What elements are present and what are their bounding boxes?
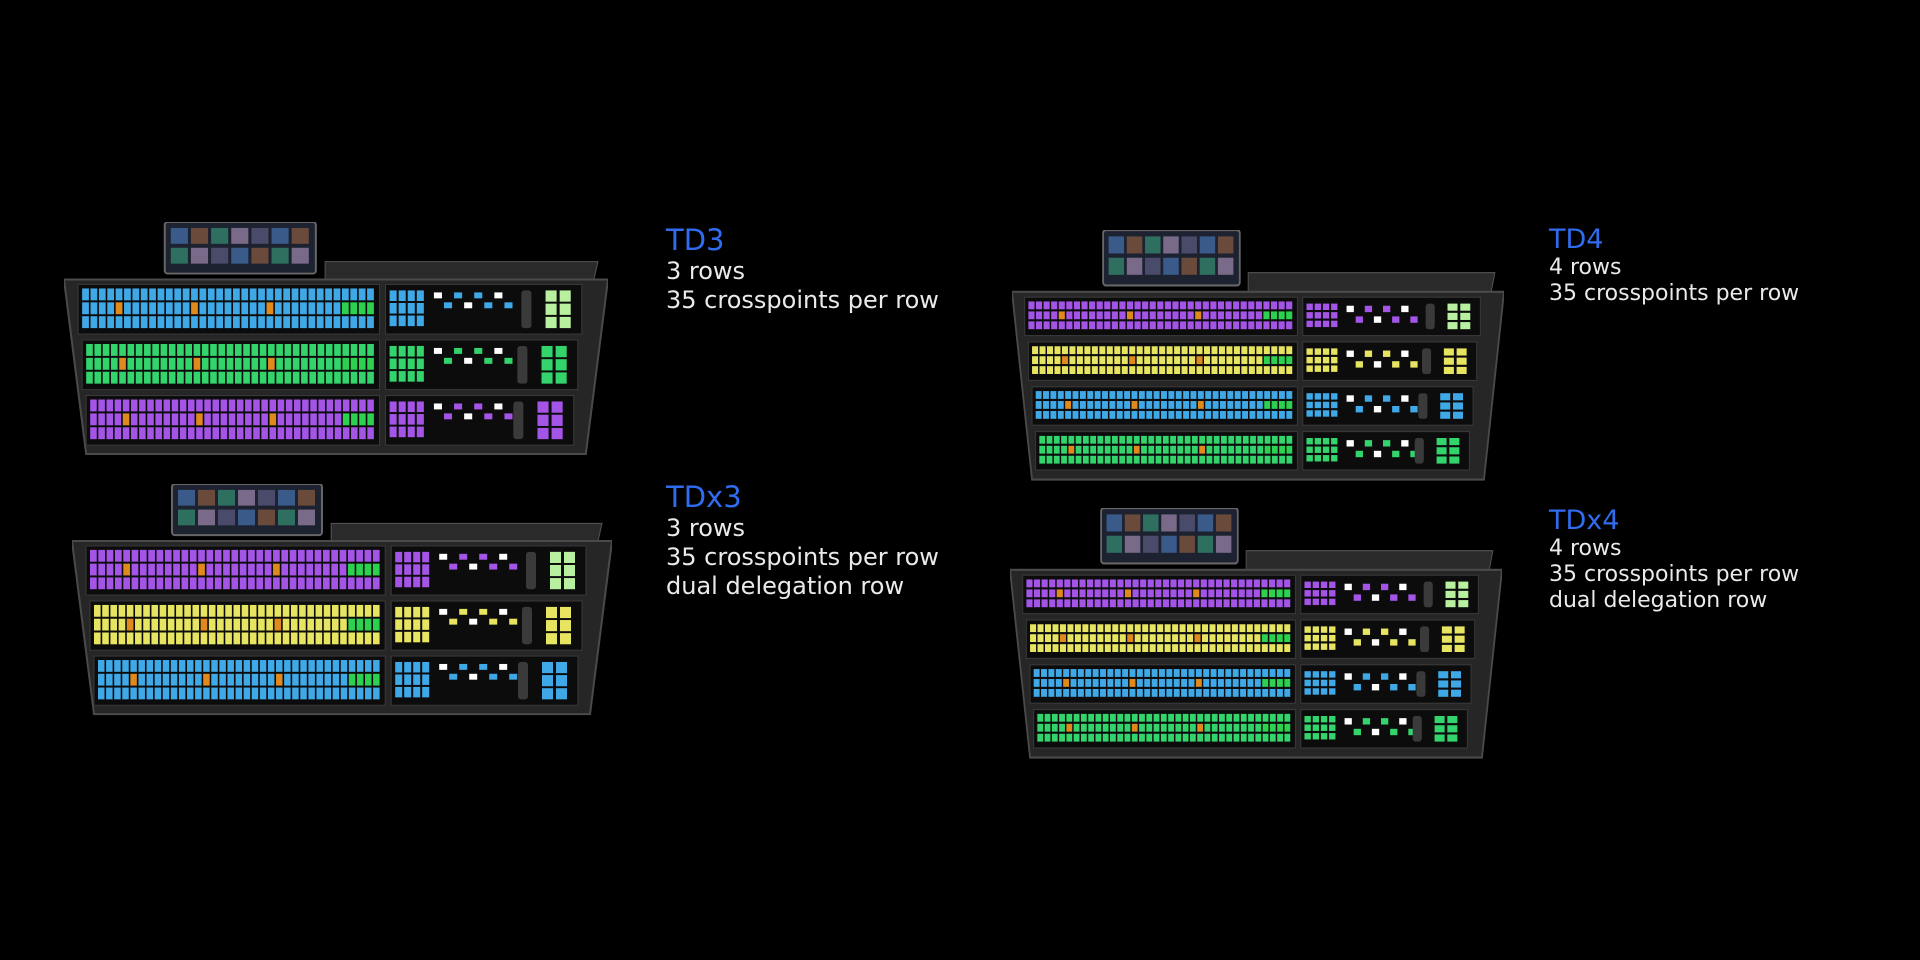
- control-panel-drawing: [72, 484, 612, 716]
- control-panel-drawing: [1012, 230, 1504, 481]
- td3-panel-image: [64, 222, 608, 460]
- td3-description: TD3 3 rows 35 crosspoints per row: [666, 223, 939, 315]
- tdx4-line-rows: 4 rows: [1549, 536, 1622, 562]
- tdx4-line-crosspoints: 35 crosspoints per row: [1549, 561, 1800, 587]
- td4-panel-image: [1012, 230, 1504, 486]
- tdx4-title: TDx4: [1549, 505, 1620, 536]
- tdx3-line-dual-delegation: dual delegation row: [666, 571, 905, 600]
- td4-line-rows: 4 rows: [1549, 255, 1622, 281]
- td3-line-rows: 3 rows: [666, 257, 746, 286]
- td4-line-crosspoints: 35 crosspoints per row: [1549, 280, 1800, 306]
- td4-title: TD4: [1549, 224, 1604, 255]
- td3-line-crosspoints: 35 crosspoints per row: [666, 286, 939, 315]
- tdx3-line-rows: 3 rows: [666, 514, 746, 543]
- tdx4-panel-image: [1010, 508, 1502, 764]
- tdx3-description: TDx3 3 rows 35 crosspoints per row dual …: [666, 480, 939, 601]
- tdx4-description: TDx4 4 rows 35 crosspoints per row dual …: [1549, 505, 1799, 613]
- td4-description: TD4 4 rows 35 crosspoints per row: [1549, 224, 1799, 307]
- tdx3-title: TDx3: [666, 480, 742, 514]
- control-panel-drawing: [64, 222, 608, 456]
- tdx4-line-dual-delegation: dual delegation row: [1549, 587, 1768, 613]
- td3-title: TD3: [666, 223, 725, 257]
- tdx3-panel-image: [72, 484, 612, 720]
- control-panel-drawing: [1010, 508, 1502, 759]
- tdx3-line-crosspoints: 35 crosspoints per row: [666, 543, 939, 572]
